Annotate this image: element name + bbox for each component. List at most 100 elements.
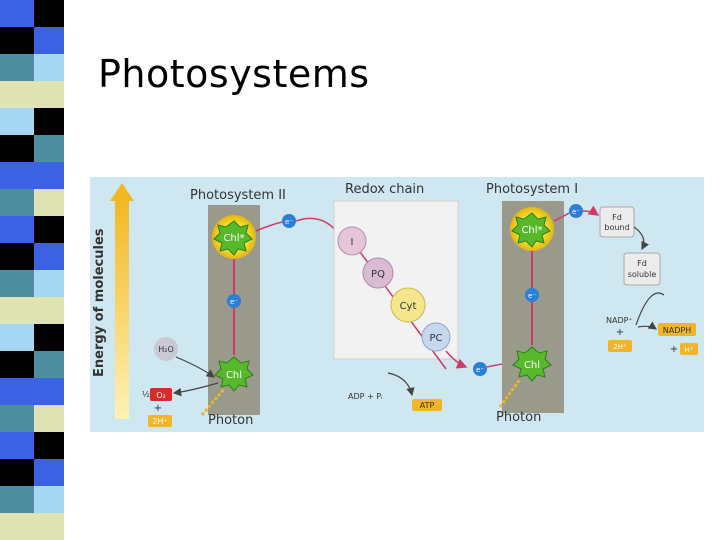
redox-title: Redox chain [345, 182, 424, 197]
nadp-plus: + [616, 327, 624, 338]
oxygen-half: ½ [142, 390, 150, 399]
ps2-chl-ground-molecule [214, 356, 254, 392]
nadph-label: NADPH [663, 326, 691, 335]
stripe-block [0, 0, 34, 27]
stripe-block [34, 108, 64, 135]
stripe-block [34, 513, 64, 540]
carrier-i-label: I [351, 237, 354, 248]
chl-to-oxygen-arrow [172, 382, 219, 397]
ps1-chl-ground-molecule [512, 346, 552, 382]
adp-label: ADP + Pᵢ [348, 392, 383, 401]
nadph-plus: + [670, 344, 678, 355]
energy-axis: Energy of molecules [92, 183, 134, 419]
ps2-excited-electron [282, 214, 296, 228]
ps1-to-electron-arrow [553, 212, 570, 222]
ps1-electron-label: e⁻ [528, 292, 536, 300]
ps2-photon-ray [200, 388, 226, 416]
nadp-to-nadph-arrow [637, 321, 657, 330]
ps2-to-electron-arrow [255, 221, 283, 232]
electron-to-fd-arrow [582, 205, 600, 216]
fd-soluble-label-2: soluble [628, 270, 657, 279]
carrier-cyt [390, 287, 426, 323]
nadp-protons-box [608, 340, 632, 352]
nadp-label: NADP⁺ [606, 316, 633, 325]
stripe-block [0, 270, 34, 297]
stripe-block [34, 405, 64, 432]
fd-bound-to-soluble-arrow [633, 226, 649, 251]
stripe-block [0, 243, 34, 270]
atp-synthesis-arrow [387, 372, 415, 397]
stripe-block [34, 432, 64, 459]
ps2-title: Photosystem II [190, 188, 286, 203]
ps1-title: Photosystem I [486, 182, 578, 197]
nadph-proton-box [680, 343, 698, 355]
ps2-chl-ground-label: Chl [226, 370, 242, 381]
stripe-block [34, 81, 64, 108]
stripe-block [34, 270, 64, 297]
oxygen-label: O₂ [156, 391, 166, 400]
chain-electron [473, 362, 487, 376]
stripe-block [0, 54, 34, 81]
carrier-pq-label: PQ [371, 269, 385, 280]
nadp-protons-label: 2H⁺ [613, 343, 627, 351]
stripe-block [0, 513, 34, 540]
stripe-block [0, 297, 34, 324]
ps1-chl-excited-molecule [511, 212, 551, 248]
stripe-block [34, 351, 64, 378]
chain-electron-label: e⁻ [476, 366, 484, 374]
nadph-box [658, 323, 696, 336]
stripe-block [34, 459, 64, 486]
stripe-block [0, 351, 34, 378]
stripe-pattern [0, 0, 64, 540]
stripe-block [34, 297, 64, 324]
protons-box [148, 415, 172, 427]
carrier-i [337, 226, 367, 256]
ps2-electron-label: e⁻ [230, 298, 238, 306]
stripe-block [34, 378, 64, 405]
carrier-cyt-label: Cyt [400, 301, 417, 312]
fd-to-nadp-arc [635, 292, 665, 326]
stripe-block [34, 216, 64, 243]
stripe-block [34, 27, 64, 54]
ps2-excited-electron-label: e⁻ [285, 218, 293, 226]
ps1-photon-label: Photon [496, 410, 541, 425]
photosystem-i: Photosystem I Chl* e⁻ Chl Photon e⁻ Fd b… [486, 182, 698, 425]
energy-arrow-shaft [115, 199, 129, 419]
ps1-excited-electron [569, 204, 583, 218]
stripe-block [0, 324, 34, 351]
water-to-chl-arrow [175, 356, 215, 378]
ps2-chl-excited-molecule [213, 220, 253, 256]
fd-soluble-box [623, 252, 661, 286]
stripe-block [34, 162, 64, 189]
diagram-canvas: Energy of molecules Photosystem II Chl* … [90, 177, 704, 432]
pc-to-electron-arrow [445, 350, 468, 369]
nadph-proton-label: H⁺ [685, 346, 694, 354]
photosystems-diagram: Energy of molecules Photosystem II Chl* … [90, 177, 704, 432]
carrier-pc-label: PC [429, 333, 442, 344]
ps1-chl-ground-label: Chl [524, 360, 540, 371]
stripe-block [0, 27, 34, 54]
fd-bound-label-2: bound [604, 223, 629, 232]
stripe-block [0, 135, 34, 162]
stripe-block [0, 189, 34, 216]
stripe-block [0, 405, 34, 432]
decorative-stripe-bar [0, 0, 66, 540]
carrier-pq [362, 257, 394, 289]
stripe-block [0, 81, 34, 108]
stripe-block [34, 324, 64, 351]
redox-chain: Redox chain I PQ Cyt PC ADP + Pᵢ ATP [333, 182, 468, 411]
atp-label: ATP [420, 401, 435, 410]
ps2-chl-excited-label: Chl* [223, 233, 244, 244]
ps1-excited-electron-label: e⁻ [572, 208, 580, 216]
ps2-electron-dot [227, 294, 241, 308]
ps1-photon-ray [498, 378, 522, 408]
carrier-pc [421, 322, 451, 352]
stripe-block [0, 432, 34, 459]
stripe-block [34, 243, 64, 270]
stripe-block [0, 378, 34, 405]
water-molecule [154, 337, 178, 361]
photosystem-ii: Photosystem II Chl* e⁻ Chl Photon H₂O ½ … [142, 188, 286, 428]
oxygen-box [150, 388, 172, 401]
energy-arrow-head [110, 183, 134, 201]
fd-bound-label-1: Fd [612, 213, 622, 222]
